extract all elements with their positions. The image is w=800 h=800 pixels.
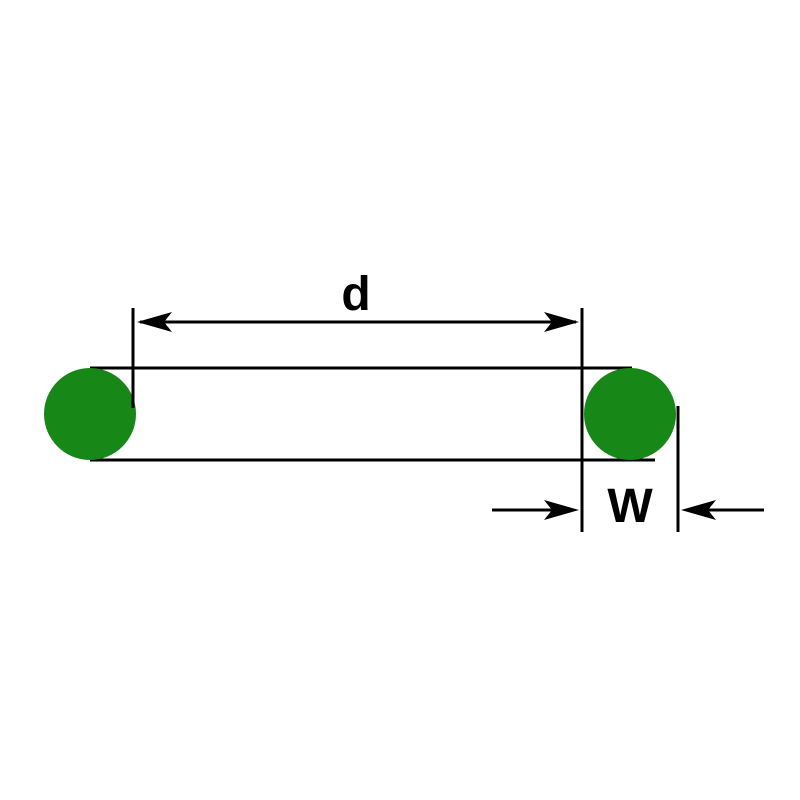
oring-cross-section-left <box>44 368 136 460</box>
arrowhead-left-icon <box>137 312 172 332</box>
arrowhead-right-icon <box>544 312 579 332</box>
dimension-label-w: W <box>607 480 653 533</box>
oring-cross-section-right <box>584 368 676 460</box>
arrowhead-w-left-icon <box>544 500 579 520</box>
arrowhead-w-right-icon <box>681 500 716 520</box>
dimension-label-d: d <box>341 268 370 321</box>
